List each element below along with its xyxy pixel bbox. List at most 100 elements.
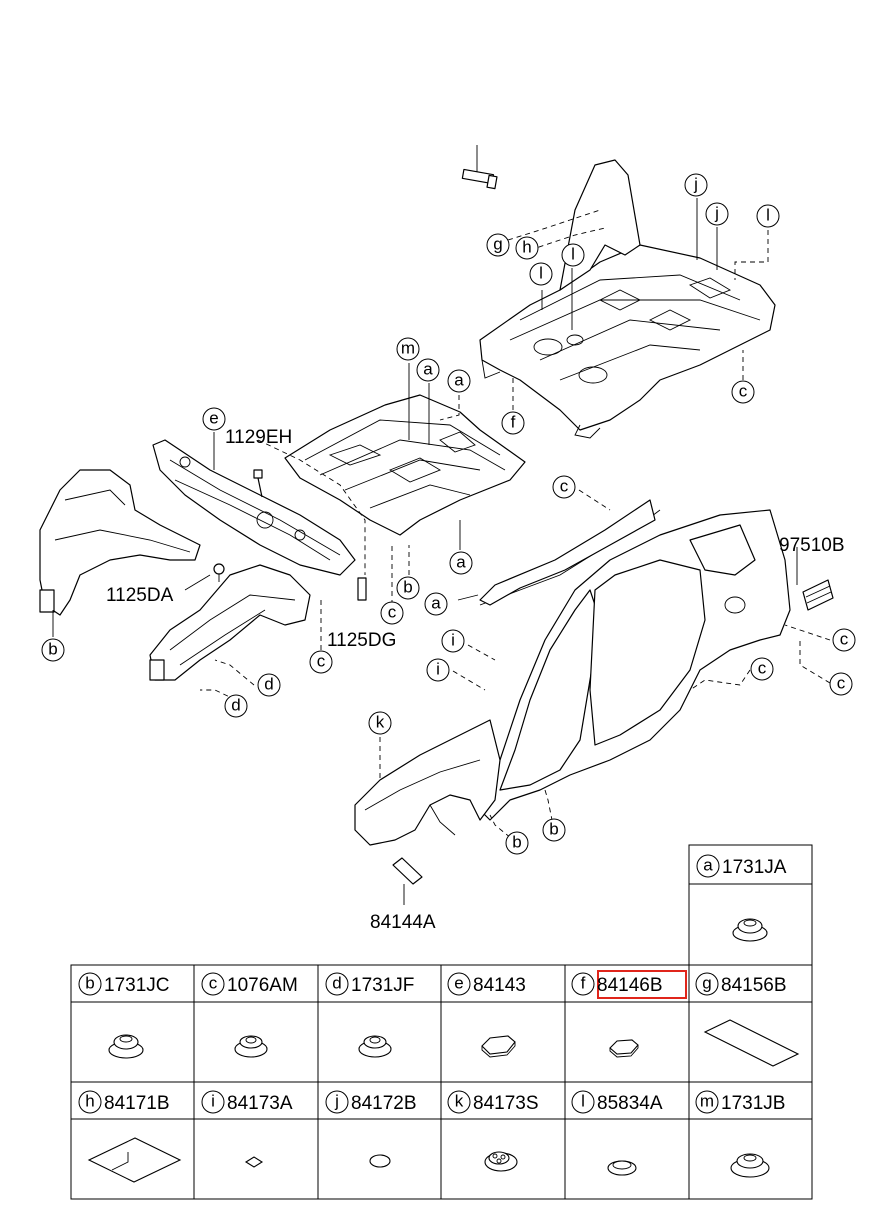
svg-text:a: a [703,856,713,875]
callout-j: j [684,173,708,197]
callout-g: g [486,233,510,257]
callout-i: i [441,629,465,653]
svg-text:i: i [451,631,455,650]
table-letter-a: a [696,854,720,878]
callout-c: c [750,657,774,681]
svg-text:f: f [581,974,586,993]
highlight-84146B [597,970,687,999]
table-letter-b: b [78,972,102,996]
svg-text:c: c [388,603,397,622]
table-part-j: 84172B [351,1093,417,1114]
callout-c: c [731,380,755,404]
callout-l: l [756,204,780,228]
grommet-1076AM-icon [234,1035,268,1058]
grommet-1731JC-icon [108,1034,144,1059]
callout-a: a [416,358,440,382]
callout-i: i [426,658,450,682]
svg-text:g: g [493,235,502,254]
table-letter-m: m [695,1090,719,1114]
callout-c: c [829,672,853,696]
svg-text:l: l [766,206,770,225]
callout-a: a [449,551,473,575]
table-part-e: 84143 [473,975,526,996]
table-part-a: 1731JA [722,857,787,878]
svg-text:k: k [455,1092,464,1111]
callout-c: c [309,650,333,674]
callout-j: j [705,202,729,226]
table-letter-l: l [571,1090,595,1114]
callout-l: l [529,262,553,286]
vent-grille-97510B [802,579,834,611]
svg-text:c: c [837,674,846,693]
callout-f: f [501,411,525,435]
svg-text:f: f [511,413,516,432]
table-letter-i: i [201,1090,225,1114]
table-letter-c: c [201,972,225,996]
callout-b: b [505,831,529,855]
table-part-k: 84173S [473,1093,539,1114]
svg-text:k: k [376,713,385,732]
front-side-member-left [39,469,201,616]
callout-c: c [552,475,576,499]
callout-b: b [396,576,420,600]
body-side-outer [479,499,791,821]
table-part-b: 1731JC [104,975,170,996]
svg-text:b: b [48,640,57,659]
svg-text:b: b [549,820,558,839]
table-letter-f: f [571,972,595,996]
svg-text:j: j [693,175,698,194]
table-part-l: 85834A [597,1093,663,1114]
callout-1129EH: 1129EH [225,427,292,448]
table-part-icons [87,918,800,1183]
table-letter-h: h [78,1090,102,1114]
svg-text:b: b [403,578,412,597]
grommet-1731JA-icon [732,918,768,942]
table-letter-k: k [447,1090,471,1114]
svg-text:c: c [840,630,849,649]
callout-a: a [447,369,471,393]
parts-table [70,844,813,1200]
table-part-m: 1731JB [721,1093,785,1114]
grommet-84173S-icon [484,1151,518,1172]
callout-a: a [424,592,448,616]
svg-text:m: m [401,339,415,358]
svg-text:c: c [560,477,569,496]
callout-1125DG: 1125DG [327,630,396,651]
table-part-h: 84171B [104,1093,170,1114]
svg-text:d: d [264,675,273,694]
svg-text:c: c [739,382,748,401]
table-letter-d: d [325,972,349,996]
svg-text:a: a [456,553,466,572]
callout-b: b [41,638,65,662]
svg-text:c: c [209,974,218,993]
callout-97510B: 97510B [779,535,845,556]
svg-text:l: l [581,1092,585,1111]
callout-1125DA: 1125DA [106,585,174,606]
svg-text:i: i [211,1092,215,1111]
pad-84144A [392,857,423,905]
svg-text:a: a [454,371,464,390]
svg-text:j: j [714,204,719,223]
svg-text:d: d [231,696,240,715]
plug-85834A-icon [607,1160,637,1176]
rear-floor-panel [479,159,776,439]
table-part-d: 1731JF [351,975,414,996]
front-fender [354,719,501,846]
callout-d: d [257,673,281,697]
svg-text:l: l [539,264,543,283]
pad-84171B-icon [87,1137,182,1183]
table-part-i: 84173A [227,1093,293,1114]
callout-h: h [515,236,539,260]
svg-text:b: b [85,974,94,993]
table-part-f: 84146B [597,975,663,996]
table-part-g: 84156B [721,975,787,996]
svg-text:d: d [332,974,341,993]
bolt-1129EH [253,469,263,498]
dash-panel [152,439,356,576]
plug-84146B-icon [609,1039,639,1058]
pad-84173A-icon [244,1156,264,1168]
svg-text:i: i [436,660,440,679]
svg-text:l: l [571,245,575,264]
